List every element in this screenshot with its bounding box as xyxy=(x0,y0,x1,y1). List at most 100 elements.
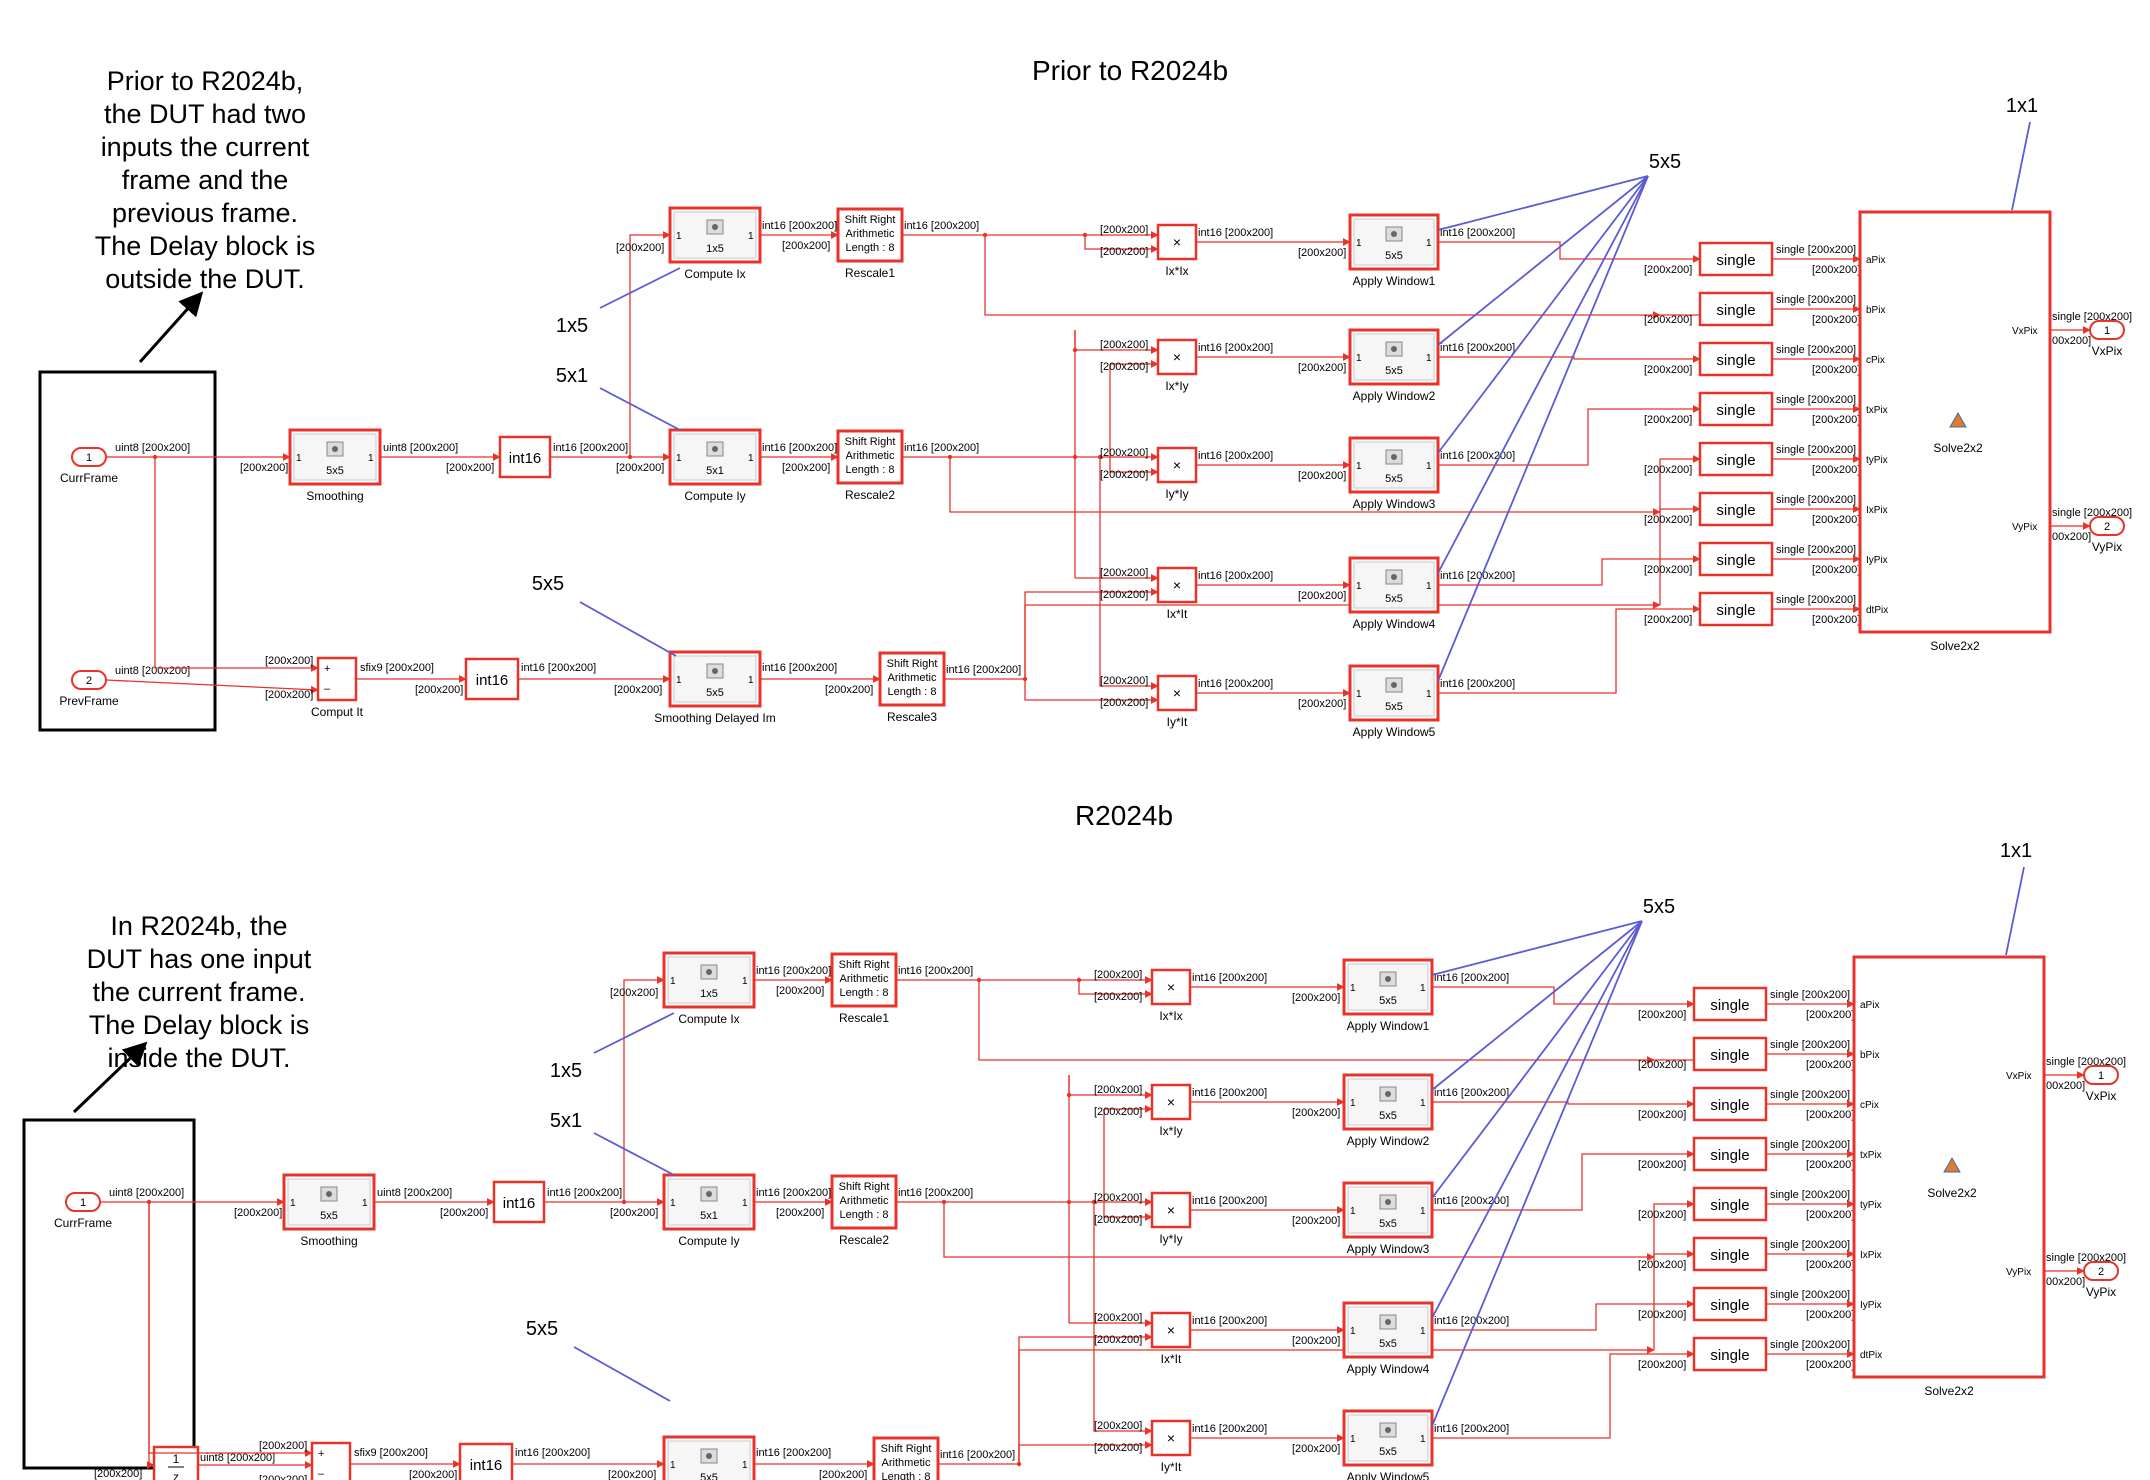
annotation-line: outside the DUT. xyxy=(105,264,305,294)
signal-label: [200x200] xyxy=(1094,1312,1142,1324)
block-name: Apply Window1 xyxy=(1347,1019,1430,1033)
block-size: 5x5 xyxy=(1385,701,1403,713)
block-text: single xyxy=(1716,602,1755,619)
signal-label: int16 [200x200] xyxy=(756,965,831,977)
signal-label: uint8 [200x200] xyxy=(115,665,190,677)
solver-input-name: txPix xyxy=(1860,1150,1882,1161)
signal-line xyxy=(629,231,671,457)
signal-label: [200x200] xyxy=(94,1468,142,1480)
port-out-number: 1 xyxy=(1426,461,1432,472)
signal-label: [200x200] xyxy=(610,987,658,999)
branch-point xyxy=(1072,454,1078,460)
block-name: Ix*Ix xyxy=(1165,264,1188,278)
branch-point xyxy=(941,1199,947,1205)
port-name: VyPix xyxy=(2092,540,2122,554)
block-text: int16 xyxy=(470,1457,503,1474)
signal-line xyxy=(1103,1202,1153,1221)
annotation-line: the current frame. xyxy=(92,977,305,1007)
block-size: 5x5 xyxy=(1385,593,1403,605)
conversion-block: single xyxy=(1692,1086,1768,1122)
solver-input-name: cPix xyxy=(1860,1100,1879,1111)
signal-line xyxy=(1438,355,1701,363)
signal-label: 00x200] xyxy=(2046,1276,2085,1288)
signal-label: single [200x200] xyxy=(1776,344,1856,356)
callout-line xyxy=(579,601,677,657)
block-name: Ix*Iy xyxy=(1165,379,1188,393)
port-number: 1 xyxy=(86,452,92,464)
block-name: Compute Ix xyxy=(678,1012,739,1026)
rescale-line2: Arithmetic xyxy=(846,450,895,462)
block-text: single xyxy=(1710,997,1749,1014)
block-frame xyxy=(830,952,898,1008)
port-in-number: 1 xyxy=(670,1460,676,1471)
signal-line xyxy=(943,1202,1655,1261)
port-in-number: 1 xyxy=(676,453,682,464)
signal-label: [200x200] xyxy=(1644,614,1692,626)
signal-label: [200x200] xyxy=(1094,1420,1142,1432)
product-sign: × xyxy=(1173,234,1181,250)
signal-label: int16 [200x200] xyxy=(1440,450,1515,462)
block-name: Apply Window5 xyxy=(1353,725,1436,739)
solver-input-name: bPix xyxy=(1860,1050,1879,1061)
solver-inner-name: Solve2x2 xyxy=(1933,441,1983,455)
signal-label: [200x200] xyxy=(1806,1259,1854,1271)
signal-label: int16 [200x200] xyxy=(1198,227,1273,239)
subtract-block: +–Comput It xyxy=(310,1441,352,1480)
signal-label: [200x200] xyxy=(1806,1309,1854,1321)
block-icon-dot xyxy=(1391,231,1397,237)
callout-line xyxy=(1431,920,1643,1199)
signal-label: single [200x200] xyxy=(2046,1056,2126,1068)
signal-label: sfix9 [200x200] xyxy=(360,662,434,674)
signal-label: single [200x200] xyxy=(1776,294,1856,306)
conversion-block: single xyxy=(1698,291,1774,327)
port-out-number: 1 xyxy=(1426,353,1432,364)
product-sign: × xyxy=(1167,1094,1175,1110)
solver-output-name: VxPix xyxy=(2006,1071,2032,1082)
signal-line xyxy=(148,1202,313,1457)
signal-label: int16 [200x200] xyxy=(1198,450,1273,462)
block-frame xyxy=(830,1174,898,1230)
block-frame xyxy=(1150,1083,1192,1121)
signal-label: [200x200] xyxy=(1100,224,1148,236)
signal-label: int16 [200x200] xyxy=(1198,570,1273,582)
block-frame xyxy=(316,656,358,702)
signal-label: int16 [200x200] xyxy=(762,220,837,232)
rescale-line1: Shift Right xyxy=(887,658,938,670)
signal-line xyxy=(1432,1350,1695,1439)
signal-label: int16 [200x200] xyxy=(904,220,979,232)
signal-label: [200x200] xyxy=(1644,364,1692,376)
block-size: 5x5 xyxy=(1385,365,1403,377)
port-out-number: 1 xyxy=(742,1460,748,1471)
signal-line xyxy=(1653,1250,1695,1350)
callout-line xyxy=(593,1132,675,1176)
block-frame xyxy=(1156,566,1198,604)
solver-input-name: txPix xyxy=(1866,405,1888,416)
product-block: ×Iy*Iy xyxy=(1150,1191,1192,1246)
product-sign: × xyxy=(1167,979,1175,995)
block-icon-dot xyxy=(1391,454,1397,460)
conversion-block: int16 xyxy=(498,435,552,479)
block-icon-dot xyxy=(706,969,712,975)
block-size: 1x5 xyxy=(700,988,718,1000)
signal-line xyxy=(1432,1100,1695,1108)
signal-label: single [200x200] xyxy=(1770,1139,1850,1151)
signal-label: [200x200] xyxy=(1298,698,1346,710)
signal-line xyxy=(949,457,1661,516)
signal-label: [200x200] xyxy=(1292,1443,1340,1455)
signal-label: [200x200] xyxy=(1806,1009,1854,1021)
block-name: Rescale3 xyxy=(887,710,937,724)
callout-label-1x1: 1x1 xyxy=(2000,840,2032,862)
signal-line xyxy=(1432,1150,1695,1211)
signal-label: [200x200] xyxy=(1806,1059,1854,1071)
signal-line xyxy=(1438,605,1701,694)
block-name: Iy*Iy xyxy=(1165,487,1188,501)
signal-label: int16 [200x200] xyxy=(898,1187,973,1199)
solver-input-name: IyPix xyxy=(1866,555,1888,566)
signal-line xyxy=(1432,1300,1695,1331)
signal-line xyxy=(1438,241,1701,263)
block-name: Iy*It xyxy=(1167,715,1188,729)
